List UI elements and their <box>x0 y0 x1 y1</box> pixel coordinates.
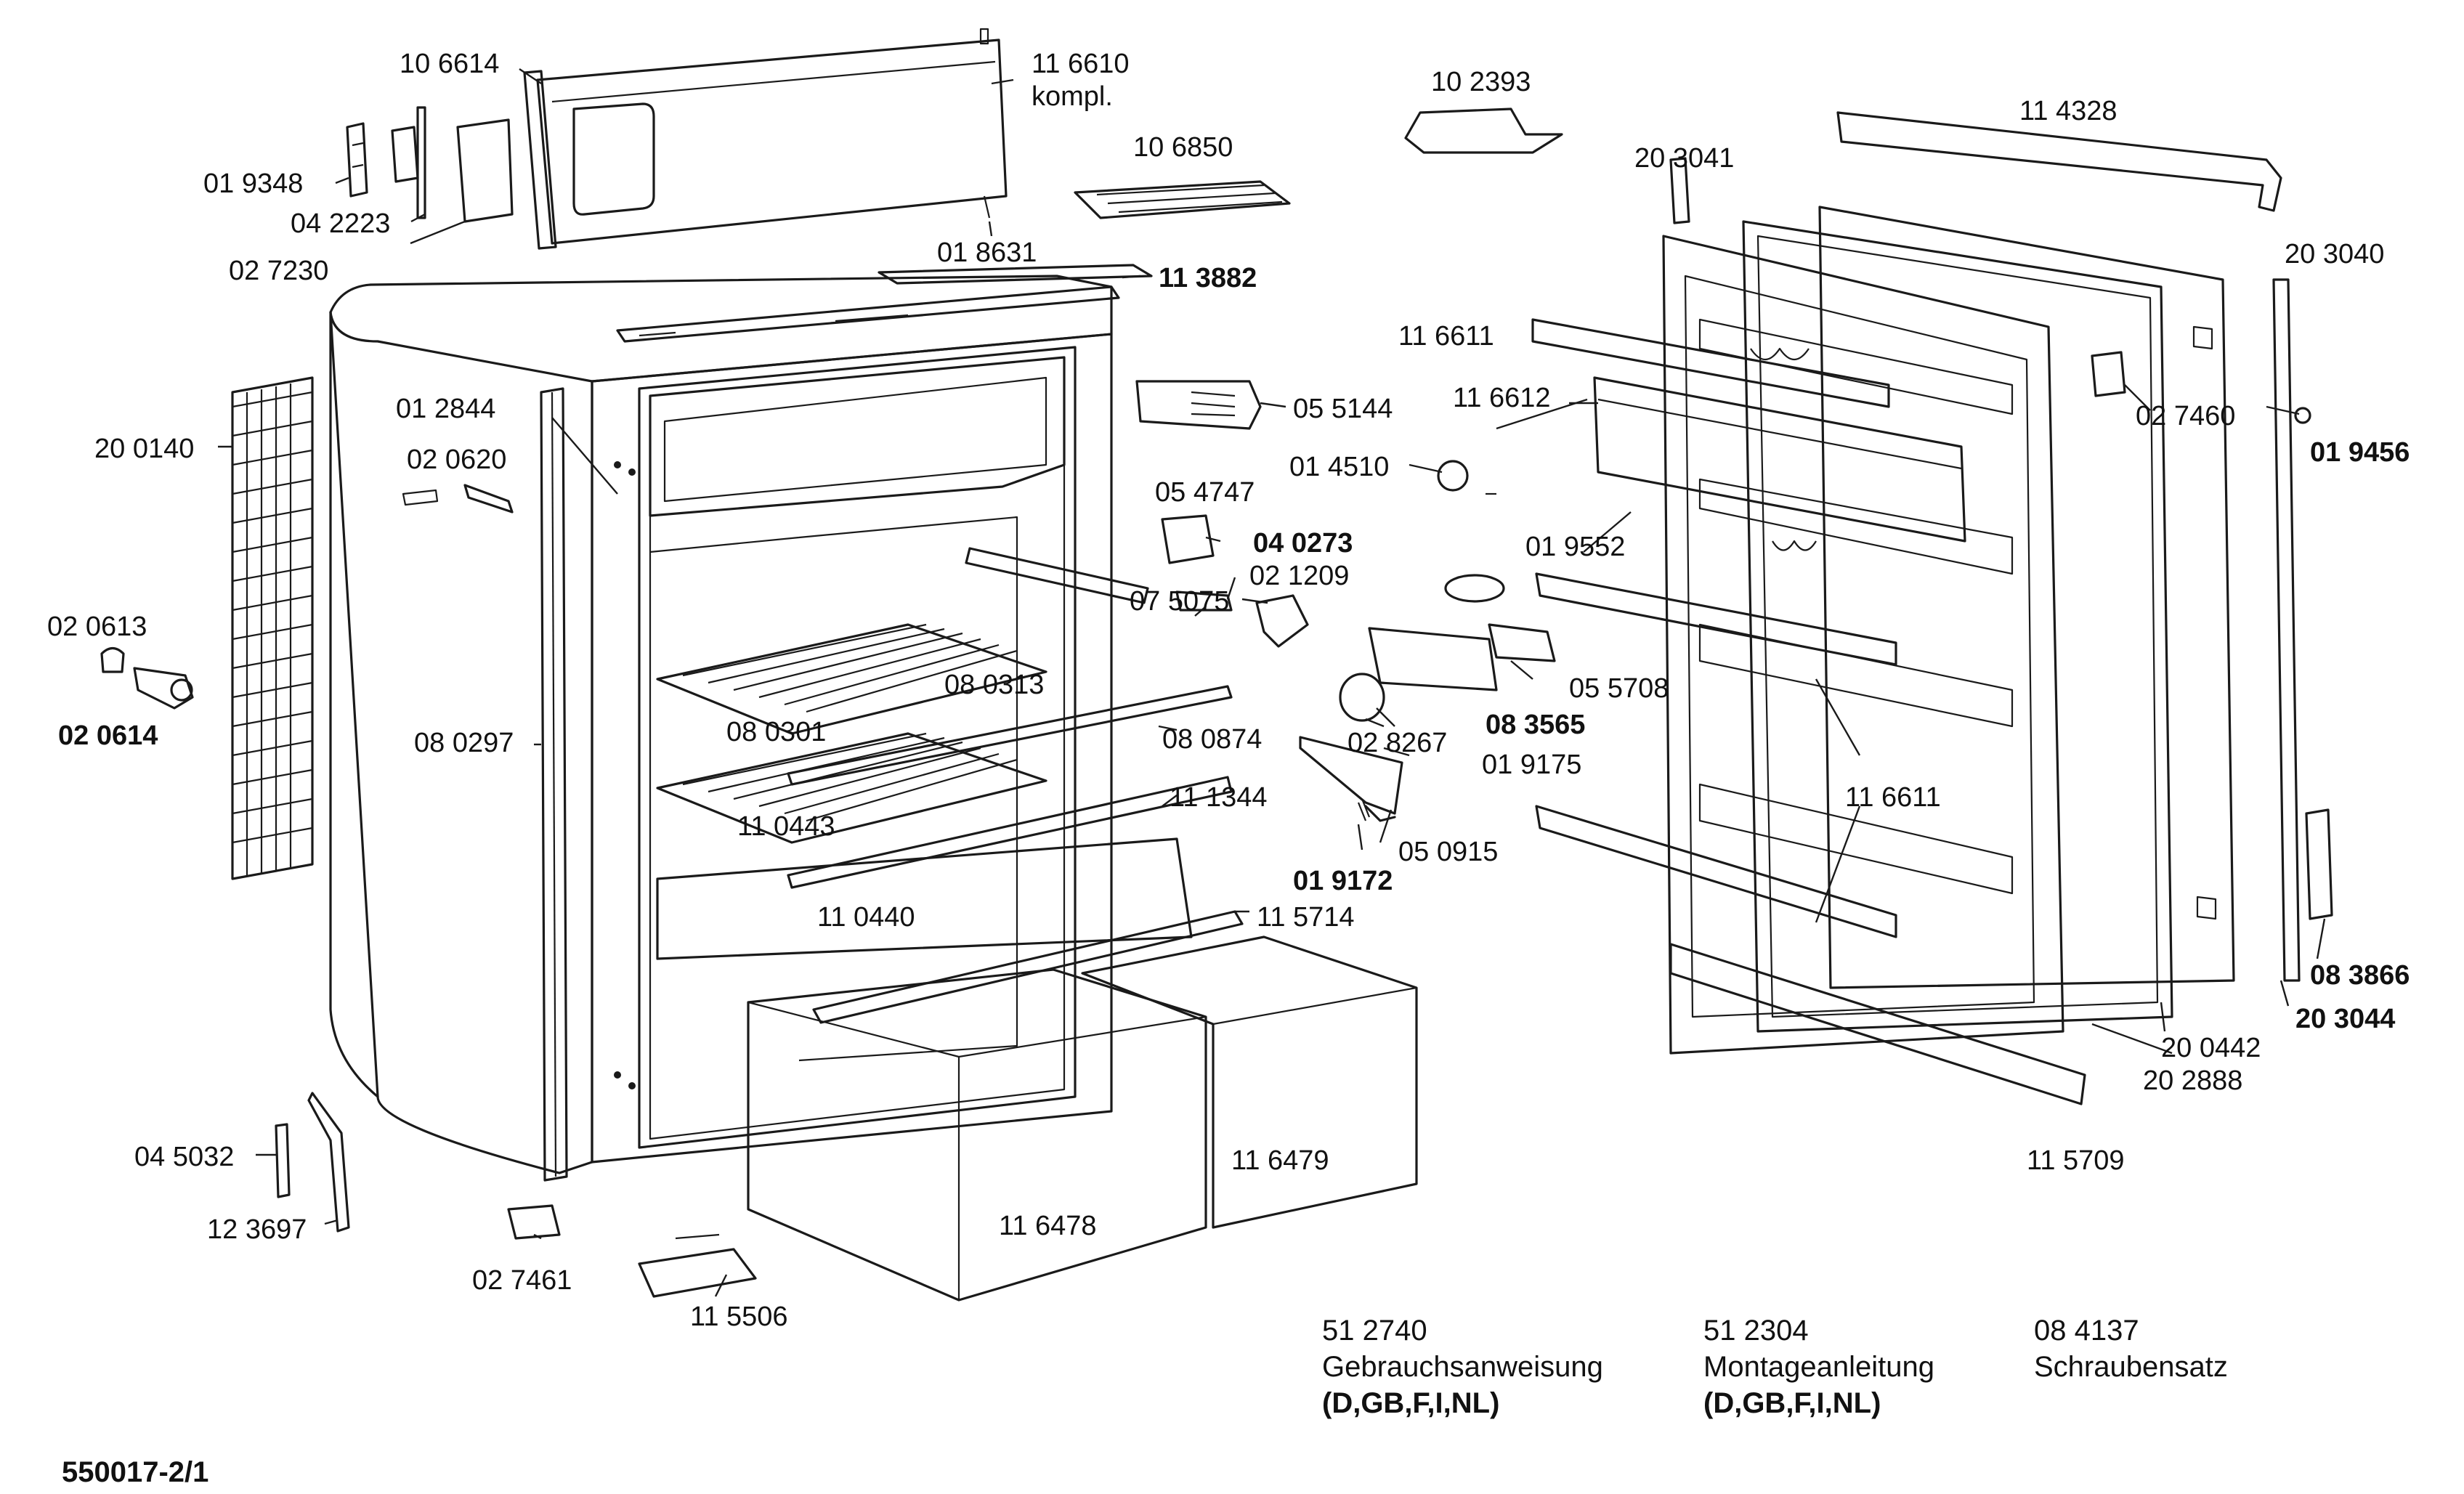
part-label-p7: 20 3041 <box>1634 143 1734 174</box>
part-label-p18: 01 2844 <box>396 394 495 424</box>
bottom-small-parts <box>275 1092 757 1298</box>
part-label-p34: 02 8267 <box>1348 728 1447 758</box>
part-label-p26: 01 9552 <box>1525 532 1625 562</box>
part-label-p33: 08 0874 <box>1162 724 1262 755</box>
crisper-drawers <box>747 910 1418 1302</box>
part-label-p1: 10 6614 <box>400 49 499 79</box>
diagram-id: 550017-2/1 <box>62 1456 208 1488</box>
documents-block: 51 2740 Gebrauchsanweisung (D,GB,F,I,NL)… <box>1322 1315 2228 1419</box>
part-label-p23: 05 4747 <box>1155 477 1255 508</box>
part-label-p11: 01 8631 <box>937 238 1037 268</box>
part-label-p43: 11 0440 <box>817 902 915 933</box>
part-label-p30: 08 0313 <box>944 670 1044 700</box>
part-label-p12: 11 3882 <box>1159 263 1257 293</box>
doc-2-number: 51 2304 <box>1703 1315 1809 1347</box>
part-label-p21: 02 0620 <box>407 444 506 475</box>
part-label-p54: 02 7461 <box>472 1265 572 1296</box>
part-label-p3: kompl. <box>1032 81 1113 112</box>
leader-lines <box>218 68 2326 1297</box>
part-label-p36: 08 0297 <box>414 728 514 758</box>
part-label-p42: 01 9172 <box>1293 866 1393 896</box>
doc-1-languages: (D,GB,F,I,NL) <box>1322 1387 1499 1419</box>
part-label-p41: 05 0915 <box>1398 837 1498 867</box>
part-label-p39: 11 0443 <box>737 811 835 842</box>
doc-2-languages: (D,GB,F,I,NL) <box>1703 1387 1881 1419</box>
doc-1-title: Gebrauchsanweisung <box>1322 1351 1603 1383</box>
freezer-door-assembly <box>523 28 1008 250</box>
ice-cube-tray-cover <box>1404 107 1563 154</box>
condenser-coil <box>231 376 314 880</box>
doc-1-number: 51 2740 <box>1322 1315 1427 1347</box>
part-label-p6: 10 6850 <box>1133 132 1233 163</box>
part-label-p15: 11 6612 <box>1453 383 1551 413</box>
part-label-p14: 11 6611 <box>1398 321 1494 352</box>
part-label-p22: 01 4510 <box>1289 452 1389 482</box>
doc-3-number: 08 4137 <box>2034 1315 2139 1347</box>
door-assembly <box>1531 111 2333 1105</box>
part-label-p28: 07 5075 <box>1130 586 1229 617</box>
part-label-p2: 11 6610 <box>1032 49 1130 79</box>
part-label-p10: 02 7230 <box>229 256 328 286</box>
part-label-p51: 11 5709 <box>2027 1145 2125 1176</box>
part-label-p27: 02 0613 <box>47 612 147 642</box>
part-label-p49: 04 5032 <box>134 1142 234 1172</box>
part-label-p29: 05 5708 <box>1569 673 1669 704</box>
shelves <box>656 547 1233 960</box>
part-label-p5: 11 4328 <box>2019 96 2118 126</box>
part-label-p52: 12 3697 <box>207 1214 307 1245</box>
part-label-p20: 20 0140 <box>94 434 194 464</box>
part-label-p19: 05 5144 <box>1293 394 1393 424</box>
part-label-p48: 20 2888 <box>2143 1065 2242 1096</box>
part-label-p9: 04 2223 <box>291 208 390 239</box>
part-label-p45: 08 3866 <box>2310 960 2410 991</box>
doc-3-title: Schraubensatz <box>2034 1351 2228 1383</box>
part-label-p8: 01 9348 <box>203 169 303 199</box>
doc-2-title: Montageanleitung <box>1703 1351 1934 1383</box>
part-label-p50: 11 6479 <box>1231 1145 1329 1176</box>
door-hinge-parts <box>346 106 514 223</box>
refrigerator-cabinet <box>329 264 1153 1182</box>
part-label-p40: 11 1344 <box>1170 782 1268 813</box>
part-label-p37: 01 9175 <box>1482 750 1581 780</box>
part-label-p13: 20 3040 <box>2285 239 2384 269</box>
part-label-p31: 02 0614 <box>58 720 158 751</box>
part-label-p25: 02 1209 <box>1249 561 1349 591</box>
part-label-p24: 04 0273 <box>1253 528 1353 559</box>
part-label-p35: 08 3565 <box>1486 710 1585 740</box>
part-label-p53: 11 6478 <box>999 1211 1097 1241</box>
part-label-p44: 11 5714 <box>1257 902 1355 933</box>
part-label-p32: 08 0301 <box>726 717 826 747</box>
electrical-components <box>1135 380 1556 822</box>
ice-cube-tray <box>1074 180 1291 219</box>
part-label-p46: 20 3044 <box>2295 1004 2395 1034</box>
part-label-p17: 01 9456 <box>2310 437 2410 468</box>
thermostat-bracket <box>402 484 514 513</box>
part-label-p38: 11 6611 <box>1845 782 1941 813</box>
part-label-p16: 02 7460 <box>2136 401 2235 431</box>
part-label-p47: 20 0442 <box>2161 1033 2261 1063</box>
thermostat-knob <box>100 646 194 710</box>
part-label-p4: 10 2393 <box>1431 67 1531 97</box>
part-label-p55: 11 5506 <box>690 1302 788 1332</box>
